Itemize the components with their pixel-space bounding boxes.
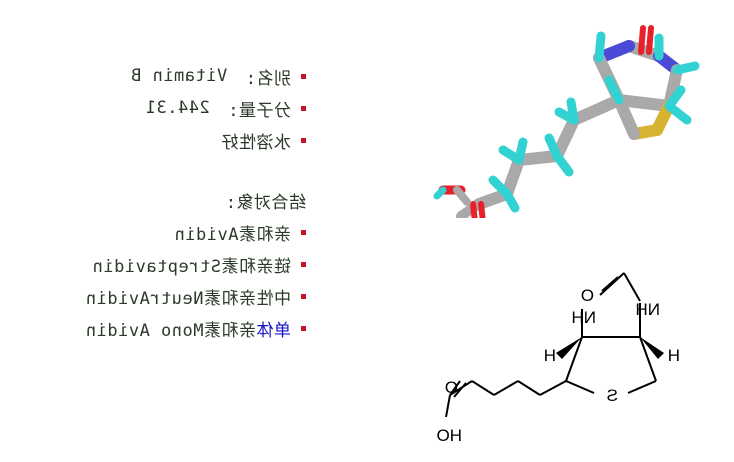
- biotin-info-list: 别名: Vitamin B 分子量: 244.31 水溶性好 结合对象: 亲和素…: [6, 60, 306, 344]
- target-row: 链亲和素Streptavidin: [6, 248, 306, 280]
- target-row: 亲和素Avidin: [6, 216, 306, 248]
- biotin-2d-structure: O NH NH H H S O HO: [437, 272, 680, 445]
- target-avidin: 亲和素Avidin: [174, 224, 291, 245]
- solubility-row: 水溶性好: [6, 124, 306, 156]
- bullet-icon: [301, 73, 306, 79]
- bullet-icon: [301, 105, 306, 111]
- hydroxyl-label: HO: [437, 426, 463, 445]
- carbonyl-oxygen-label: O: [581, 286, 594, 305]
- h-right-label: H: [544, 346, 556, 365]
- molecular-weight-value: 244.31: [145, 98, 210, 118]
- molecular-weight-label: 分子量:: [227, 100, 291, 121]
- molecular-weight-row: 分子量: 244.31: [6, 92, 306, 124]
- target-streptavidin: 链亲和素Streptavidin: [92, 256, 291, 277]
- bullet-icon: [301, 229, 306, 235]
- nh-left-label: NH: [635, 300, 660, 319]
- target-row: 单体 亲和素Mono Avidin: [6, 312, 306, 344]
- target-row: 中性亲和素NeutrAvidin: [6, 280, 306, 312]
- alias-value: Vitamin B: [130, 66, 228, 86]
- target-neutravidin: 中性亲和素NeutrAvidin: [85, 288, 291, 309]
- alias-label: 别名:: [245, 68, 291, 89]
- solubility-text: 水溶性好: [221, 132, 291, 153]
- bullet-icon: [301, 325, 306, 331]
- bullet-icon: [301, 261, 306, 267]
- h-left-label: H: [668, 346, 680, 365]
- biotin-3d-stick-model: [433, 25, 700, 218]
- sulfur-label: S: [607, 386, 618, 405]
- target-monomer-prefix: 单体: [256, 320, 291, 341]
- acid-oxygen-label: O: [445, 378, 458, 397]
- alias-row: 别名: Vitamin B: [6, 60, 306, 92]
- bullet-icon: [301, 137, 306, 143]
- nh-right-label: NH: [571, 308, 596, 327]
- bullet-icon: [301, 293, 306, 299]
- binding-heading: 结合对象:: [225, 192, 306, 213]
- target-mono-avidin: 亲和素Mono Avidin: [85, 320, 256, 341]
- binding-heading-row: 结合对象:: [6, 184, 306, 216]
